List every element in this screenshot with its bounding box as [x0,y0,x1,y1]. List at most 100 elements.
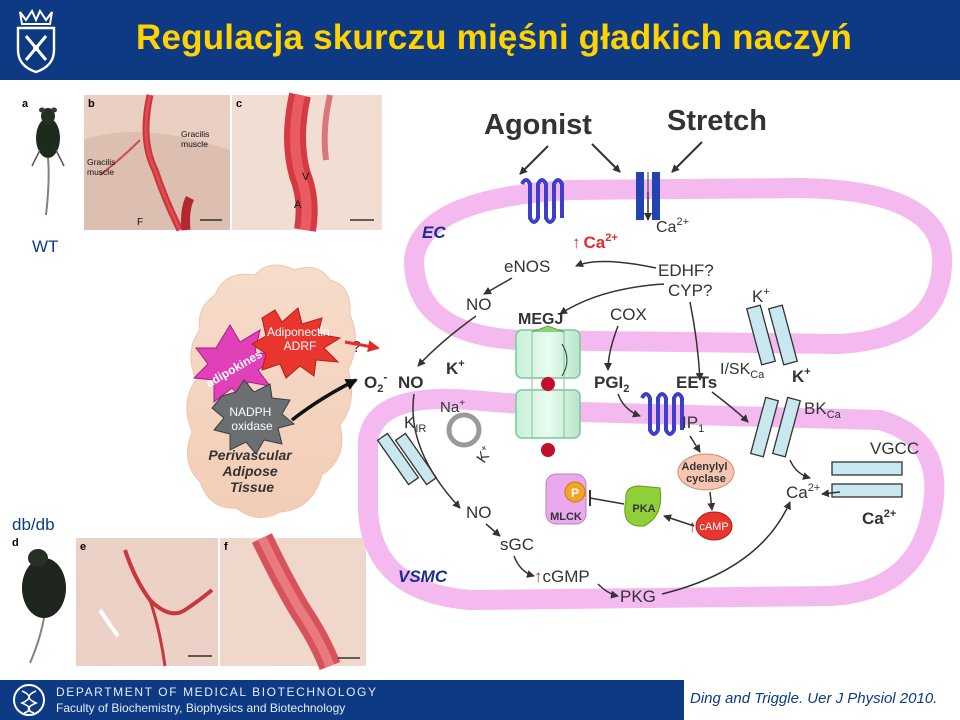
cyp-label: CYP? [668,281,712,300]
dbdb-group-label: db/db [12,515,55,534]
gpcr-receptor-ec-icon [520,178,564,224]
adiponectin-burst [251,307,342,379]
vascular-regulation-diagram: a b Gracilis muscle Gracilis muscle F c … [10,92,953,671]
unknown-factor-mark: ? [352,339,361,356]
no-mid-label: NO [398,373,424,392]
adenylyl-to-camp-arrow [707,491,716,511]
pkg-to-ca-arrow [661,501,791,595]
ip-receptor-icon [640,392,684,436]
cox-arrow [604,325,619,371]
nadph-arrow [290,378,358,422]
mouse-wt-image [31,107,65,216]
agonist-arrow-2 [591,143,621,173]
wt-photo-group: a b Gracilis muscle Gracilis muscle F c … [20,92,382,256]
femoral-label: F [137,217,143,228]
ca-influx-label: Ca2+ [656,216,689,236]
nadph-oxidase-burst [211,379,296,455]
k-bold-label: K+ [446,358,465,378]
vein-label: V [302,171,310,183]
bkca-channel-icon [749,396,802,458]
cgmp-to-pkg-arrow [597,583,619,599]
enos-arrow [483,277,513,295]
cox-label: COX [610,305,647,324]
no-to-no-mid-arrow [417,315,477,367]
na-k-pump-icon [446,412,482,448]
ec-membrane [403,177,953,355]
stretch-arrow [671,141,703,173]
panel-d-letter: d [12,537,19,549]
ip-label: IP1 [682,413,704,435]
k-ec-label: K+ [752,286,770,306]
no-mid-to-vsmc-arrow [412,393,461,509]
o2-label: O2- [364,370,387,395]
pkg-label: PKG [620,587,656,606]
slide-content: a b Gracilis muscle Gracilis muscle F c … [0,80,960,680]
phosphate-label: P [571,486,579,500]
sgc-to-cgmp-arrow [513,555,535,578]
ca-vsmc-label: Ca2+ [786,482,820,502]
k-right-label: K+ [792,366,811,386]
panel-b-letter: b [88,98,95,110]
artery-label: A [294,199,302,211]
k-channel-ec-icon [745,304,799,366]
camp-to-pka-arrow [663,514,695,527]
page-title: Regulacja skurczu mięśni gładkich naczyń [136,18,853,57]
bk-to-vgcc-arrow [789,459,811,480]
bkca-label: BKCa [804,399,842,421]
perivascular-tissue-label: Perivascular Adipose Tissue [208,447,295,495]
vsmc-membrane [358,388,945,611]
vsmc-label: VSMC [398,567,448,586]
vgcc-label: VGCC [870,439,919,458]
pka-inhibits-mlck [589,497,625,505]
no-vsmc-label: NO [466,503,492,522]
mouse-dbdb-image [22,549,66,664]
cyp-arrow-to-eets [689,301,704,381]
footer-bar: DEPARTMENT OF MEDICAL BIOTECHNOLOGY Facu… [0,680,960,720]
eets-label: EETs [676,373,717,392]
ca-rise-label: ↑Ca2+ [572,232,618,252]
kir-channel-icon [376,432,438,486]
no-ec-label: NO [466,295,492,314]
edhf-arrow-to-enos [575,259,657,269]
sgc-label: sGC [500,535,534,554]
panel-f-letter: f [224,541,228,553]
adenylyl-cyclase-label: Adenylyl cyclase [682,461,731,485]
eets-to-bkca-arrow [711,391,749,423]
enos-label: eNOS [504,257,550,276]
vgcc-to-ca-arrow [821,489,841,498]
myoendothelial-gap-junction-icon [515,325,581,457]
pka-label: PKA [632,503,655,515]
adiponectin-label: Adiponectin ADRF [267,325,333,353]
na-label: Na+ [440,398,465,416]
edhf-arrow-to-megj [559,283,665,315]
university-crest-icon [16,8,56,74]
adiponectin-arrow [344,340,380,353]
ca-out-label: Ca2+ [862,508,896,528]
stretch-label: Stretch [667,105,767,137]
camp-label: cAMP [699,521,728,533]
dbdb-photo-group: db/db d e f [10,515,366,671]
department-name: DEPARTMENT OF MEDICAL BIOTECHNOLOGY [56,685,378,699]
no-to-sgc-arrow [485,523,501,537]
panel-e-letter: e [80,541,86,553]
panel-c-letter: c [236,98,242,110]
pgi2-to-ip-arrow [617,393,641,418]
camp-node [695,511,733,541]
citation-text: Ding and Triggle. Uer J Physiol 2010. [684,680,960,720]
camp-rise-arrow: ↑ [688,517,697,536]
biotech-logo-icon [13,684,45,716]
gracilis-label-2: Gracilis muscle [87,157,118,177]
vgcc-channel-icon [831,461,903,498]
isk-label: I/SKCa [720,361,765,381]
ec-label: EC [422,223,446,242]
pgi2-label: PGI2 [594,373,629,395]
agonist-label: Agonist [484,109,592,141]
pka-node [624,485,662,527]
wt-group-label: WT [32,237,58,256]
faculty-name: Faculty of Biochemistry, Biophysics and … [56,701,346,715]
cgmp-label: ↑cGMP [534,567,590,586]
edhf-label: EDHF? [658,261,714,280]
vessel-schematic: Agonist Stretch Ca2+ ↑Ca2+ EC eNOS NO ED… [358,105,953,611]
mlck-label: MLCK [550,511,582,523]
adenylyl-cyclase-node [677,453,735,491]
